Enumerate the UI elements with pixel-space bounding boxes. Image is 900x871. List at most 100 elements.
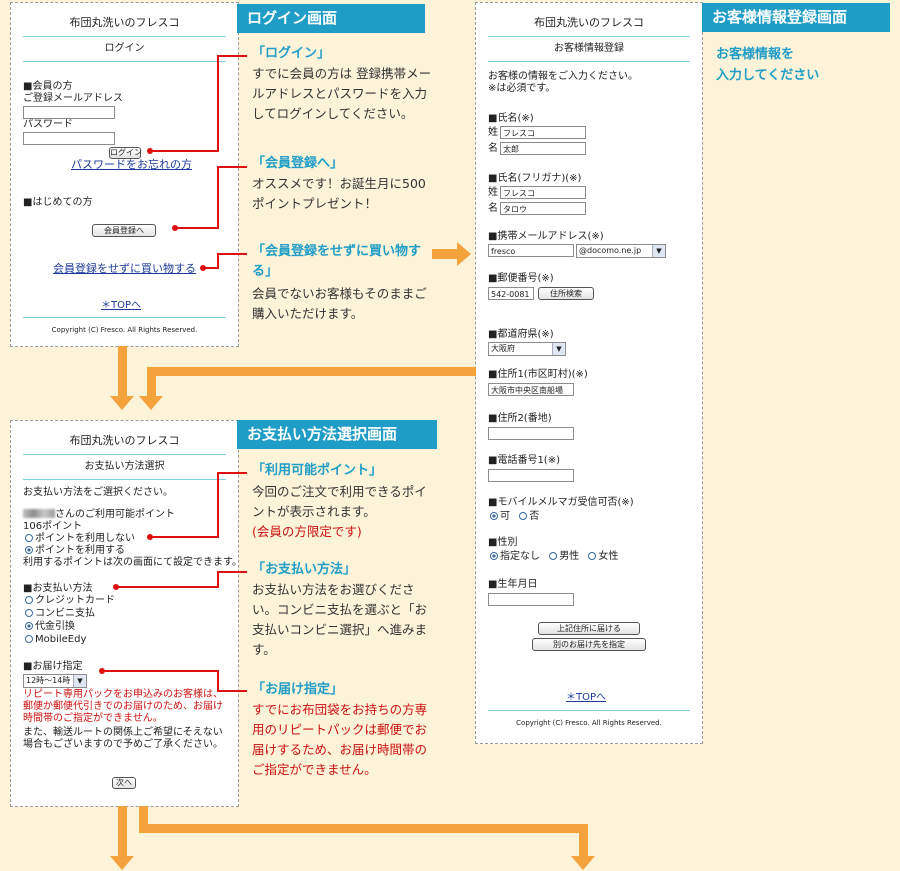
delivery-note-body: すでにお布団袋をお持ちの方専用のリピートパックは郵便でお届けするため、お届け時間… [252, 702, 428, 777]
birth-input[interactable] [488, 593, 574, 606]
connector [217, 166, 219, 229]
radio-point-no[interactable] [25, 534, 33, 542]
email-input[interactable] [23, 106, 115, 119]
password-label: パスワード [23, 119, 73, 130]
tel-input[interactable] [488, 469, 574, 482]
payment-screen: 布団丸洗いのフレスコ お支払い方法選択 お支払い方法をご選択ください。 さんのご… [10, 420, 242, 807]
pref-select[interactable]: 大阪府▼ [488, 342, 566, 356]
radio-sex-none[interactable] [490, 552, 498, 560]
blurred-name [23, 509, 55, 518]
delivery-time-select[interactable]: 12時～14時▼ [23, 674, 87, 688]
addr1-heading: ■住所1(市区町村)(※) [488, 369, 588, 380]
connector [217, 55, 247, 57]
point-option-no: ポイントを利用しない [25, 533, 135, 545]
forgot-password-link[interactable]: パスワードをお忘れの方 [71, 158, 192, 171]
addr1-input[interactable]: 大阪市中央区南船場 [488, 383, 574, 396]
chevron-down-icon: ▼ [652, 245, 665, 257]
flow-arrow [432, 249, 458, 259]
point-note: 利用するポイントは次の画面にて設定できます。 [23, 557, 242, 568]
radio-conveni[interactable] [25, 609, 33, 617]
radio-point-yes[interactable] [25, 546, 33, 554]
login-note-body: すでに会員の方は 登録携帯メールアドレスとパスワードを入力してログインしてくださ… [252, 66, 432, 121]
radio-female[interactable] [588, 552, 597, 560]
flow-arrow-head [139, 396, 163, 410]
name-heading: ■氏名(※) [488, 113, 534, 124]
top-link[interactable]: ＊TOPへ [101, 300, 142, 311]
register-note-heading: 「会員登録へ」 [252, 156, 344, 171]
radio-point-yes-label: ポイントを利用する [35, 545, 125, 556]
intro-text: お客様の情報をご入力ください。 [488, 71, 638, 82]
radio-point-no-label: ポイントを利用しない [35, 533, 135, 544]
mei-label: 名 [488, 143, 498, 154]
radio-credit-label: クレジットカード [35, 595, 115, 606]
mailmag-options: 可 否 [490, 511, 539, 523]
zip-input[interactable]: 542-0081 [488, 287, 534, 300]
method-note-body: お支払い方法をお選びください。コンビニ支払を選ぶと「お支払いコンビニ選択」へ進み… [252, 582, 428, 657]
guest-note-body: 会員でないお客様もそのままご購入いただけます。 [252, 286, 427, 321]
copyright: Copyright (C) Fresco. All Rights Reserve… [516, 719, 662, 727]
radio-credit[interactable] [25, 596, 33, 604]
radio-sex-none-label: 指定なし [500, 551, 540, 562]
connector [175, 227, 218, 229]
first-name-kana-input[interactable]: タロウ [500, 202, 586, 215]
login-button[interactable]: ログイン [109, 147, 142, 159]
addr2-input[interactable] [488, 427, 574, 440]
connector [217, 690, 247, 692]
next-button[interactable]: 次へ [112, 777, 136, 789]
delivery-heading: ■お届け指定 [23, 661, 83, 672]
flow-arrow [139, 824, 587, 833]
last-name-kana-input[interactable]: フレスコ [500, 186, 586, 199]
mail-domain-value: @docomo.ne.jp [579, 246, 642, 255]
connector [217, 253, 219, 269]
flow-arrow-head [457, 242, 471, 266]
mail-domain-select[interactable]: @docomo.ne.jp ▼ [576, 244, 666, 258]
radio-male-label: 男性 [559, 551, 580, 562]
connector [217, 472, 247, 474]
radio-cod[interactable] [25, 622, 33, 630]
connector [217, 571, 247, 573]
guest-shop-link[interactable]: 会員登録をせずに買い物する [53, 262, 196, 275]
registration-note-line2: 入力してください [716, 68, 820, 83]
repeat-pack-warning: リピート専用パックをお申込みのお客様は、郵便か郵便代引きでのお届けのため、お届け… [23, 689, 223, 724]
store-name: 布団丸洗いのフレスコ [69, 16, 180, 29]
store-name: 布団丸洗いのフレスコ [534, 16, 644, 29]
first-time-heading: ■はじめての方 [23, 197, 93, 208]
flow-arrow [579, 824, 588, 858]
points-label: さんのご利用可能ポイント [55, 509, 175, 520]
radio-female-label: 女性 [598, 551, 619, 562]
connector [217, 253, 247, 255]
password-input[interactable] [23, 132, 115, 145]
mail-user-input[interactable]: fresco [488, 244, 574, 257]
zip-search-button[interactable]: 住所検索 [538, 287, 594, 300]
flow-arrow-head [110, 856, 134, 870]
connector [150, 150, 218, 152]
mailmag-heading: ■モバイルメルマガ受信可否(※) [488, 497, 634, 508]
deliver-address-button[interactable]: 上記住所に届ける [538, 622, 640, 635]
radio-edy[interactable] [25, 635, 33, 643]
registration-screen-title: お客様情報登録画面 [702, 3, 890, 32]
connector [217, 670, 219, 692]
connector [217, 472, 219, 538]
radio-yes[interactable] [490, 512, 498, 520]
last-name-input[interactable]: フレスコ [500, 126, 586, 139]
page-title: ログイン [104, 43, 145, 54]
flow-arrow [118, 346, 127, 398]
required-note: ※は必須です。 [488, 83, 556, 94]
first-name-input[interactable]: 太郎 [500, 142, 586, 155]
top-link[interactable]: ＊TOPへ [566, 692, 607, 703]
chevron-down-icon: ▼ [552, 343, 565, 355]
radio-no[interactable] [519, 512, 528, 520]
other-address-button[interactable]: 別のお届け先を指定 [532, 638, 646, 651]
points-note-body: 今回のご注文で利用できるポイントが表示されます。 [252, 484, 427, 519]
registration-screen: 布団丸洗いのフレスコ お客様情報登録 お客様の情報をご入力ください。 ※は必須で… [475, 2, 703, 744]
method-option: クレジットカード [25, 595, 115, 607]
method-note-heading: 「お支払い方法」 [252, 562, 357, 577]
radio-yes-label: 可 [500, 511, 510, 522]
radio-male[interactable] [549, 552, 558, 560]
points-note-red: (会員の方限定です) [252, 524, 362, 539]
register-button[interactable]: 会員登録へ [92, 224, 156, 237]
intro-text: お支払い方法をご選択ください。 [23, 487, 173, 498]
addr2-heading: ■住所2(番地) [488, 413, 552, 424]
points-label-row: さんのご利用可能ポイント [23, 509, 175, 521]
page-title: お支払い方法選択 [84, 461, 165, 472]
